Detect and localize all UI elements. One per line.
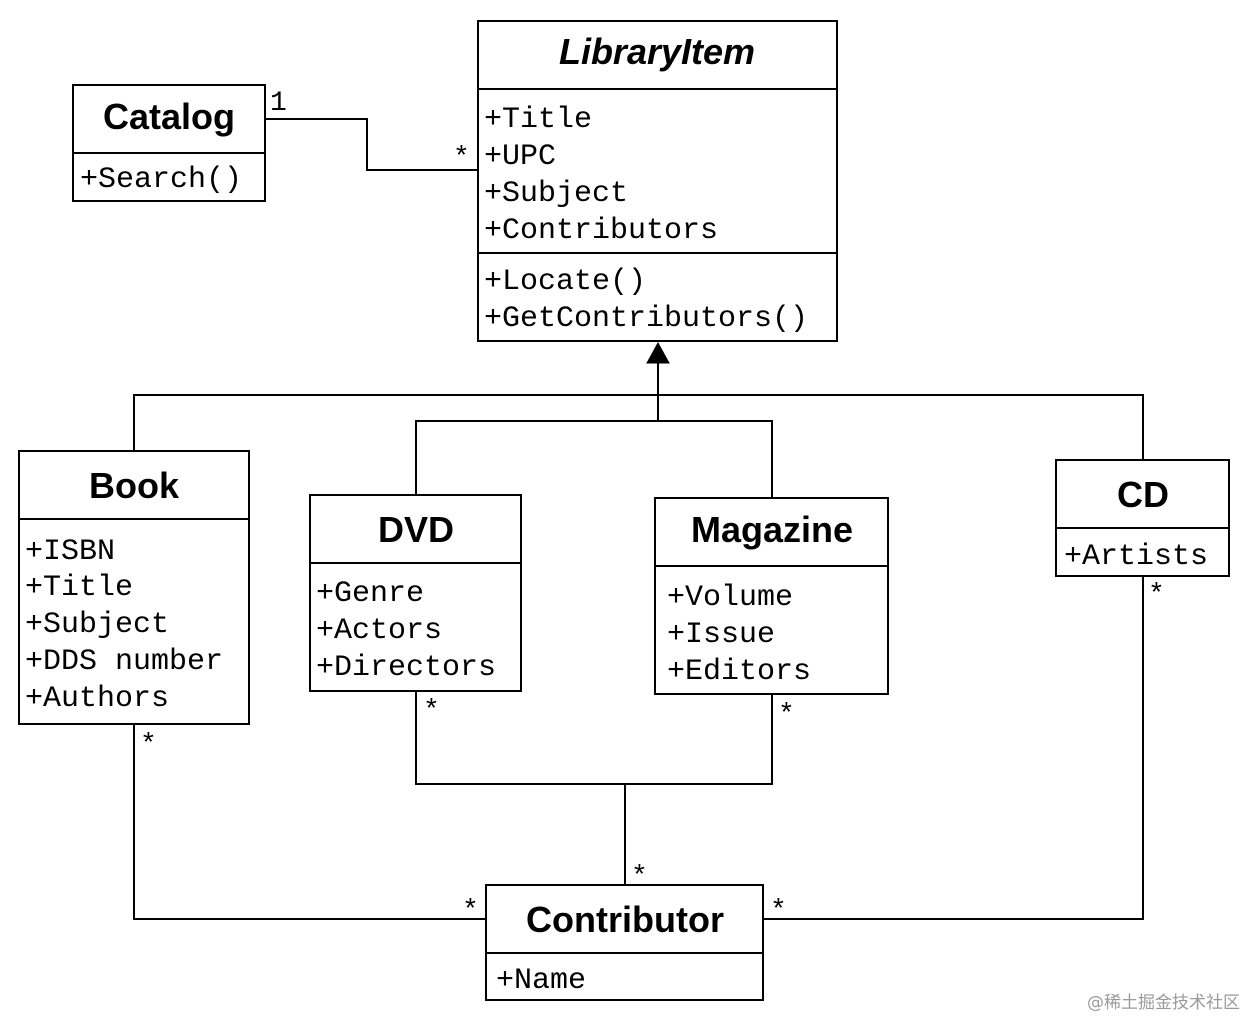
class-contributor: Contributor +Name bbox=[485, 884, 764, 1001]
multiplicity-book: * bbox=[140, 730, 157, 761]
attribute: +ISBN bbox=[25, 535, 115, 569]
attribute: +Artists bbox=[1064, 540, 1208, 574]
generalization-arrowhead bbox=[646, 341, 670, 364]
class-book: Book +ISBN +Title +Subject +DDS number +… bbox=[18, 450, 250, 725]
connectors bbox=[133, 118, 1144, 920]
attribute: +Subject bbox=[484, 177, 628, 211]
multiplicity-magazine: * bbox=[778, 700, 795, 731]
attribute: +Actors bbox=[316, 614, 442, 648]
multiplicity-catalog: 1 bbox=[270, 88, 287, 119]
watermark-text: @稀土掘金技术社区 bbox=[1087, 993, 1240, 1013]
class-name-book: Book bbox=[89, 465, 180, 506]
attribute: +Editors bbox=[667, 655, 811, 689]
attribute: +UPC bbox=[484, 140, 556, 174]
multiplicity-contributor-left: * bbox=[462, 896, 479, 927]
class-name-magazine: Magazine bbox=[691, 509, 853, 550]
class-name-libraryitem: LibraryItem bbox=[559, 31, 755, 72]
attribute: +Title bbox=[25, 571, 133, 605]
attribute: +Genre bbox=[316, 577, 424, 611]
attribute: +Subject bbox=[25, 608, 169, 642]
attribute: +Name bbox=[496, 964, 586, 998]
attribute: +DDS number bbox=[25, 645, 223, 679]
multiplicity-contributor-right: * bbox=[770, 896, 787, 927]
attribute: +Issue bbox=[667, 618, 775, 652]
class-catalog: Catalog +Search() bbox=[72, 84, 266, 202]
generalization-book-cd-branch bbox=[133, 394, 1144, 460]
multiplicity-cd: * bbox=[1148, 580, 1165, 611]
multiplicity-labels: 1 * * * * * * * * bbox=[140, 88, 1165, 927]
multiplicity-libraryitem: * bbox=[453, 143, 470, 174]
multiplicity-dvd: * bbox=[423, 696, 440, 727]
operation: +Search() bbox=[80, 163, 242, 197]
class-magazine: Magazine +Volume +Issue +Editors bbox=[654, 497, 889, 695]
class-name-cd: CD bbox=[1117, 474, 1169, 515]
catalog-libraryitem-association bbox=[265, 118, 478, 171]
attribute: +Directors bbox=[316, 651, 496, 685]
cd-contributor-association bbox=[763, 576, 1144, 920]
generalization-dvd-magazine-branch bbox=[415, 420, 773, 498]
dvd-magazine-contributor-association bbox=[415, 691, 773, 785]
attribute: +Contributors bbox=[484, 214, 718, 248]
attribute: +Volume bbox=[667, 581, 793, 615]
attribute: +Title bbox=[484, 103, 592, 137]
class-name-dvd: DVD bbox=[378, 509, 454, 550]
class-name-contributor: Contributor bbox=[526, 899, 724, 940]
operation: +Locate() bbox=[484, 265, 646, 299]
operation: +GetContributors() bbox=[484, 302, 808, 336]
class-name-catalog: Catalog bbox=[103, 96, 235, 137]
book-contributor-association bbox=[133, 724, 486, 920]
class-libraryitem: LibraryItem +Title +UPC +Subject +Contri… bbox=[477, 20, 838, 342]
attribute: +Authors bbox=[25, 682, 169, 716]
class-dvd: DVD +Genre +Actors +Directors bbox=[309, 494, 522, 692]
class-cd: CD +Artists bbox=[1055, 459, 1230, 577]
